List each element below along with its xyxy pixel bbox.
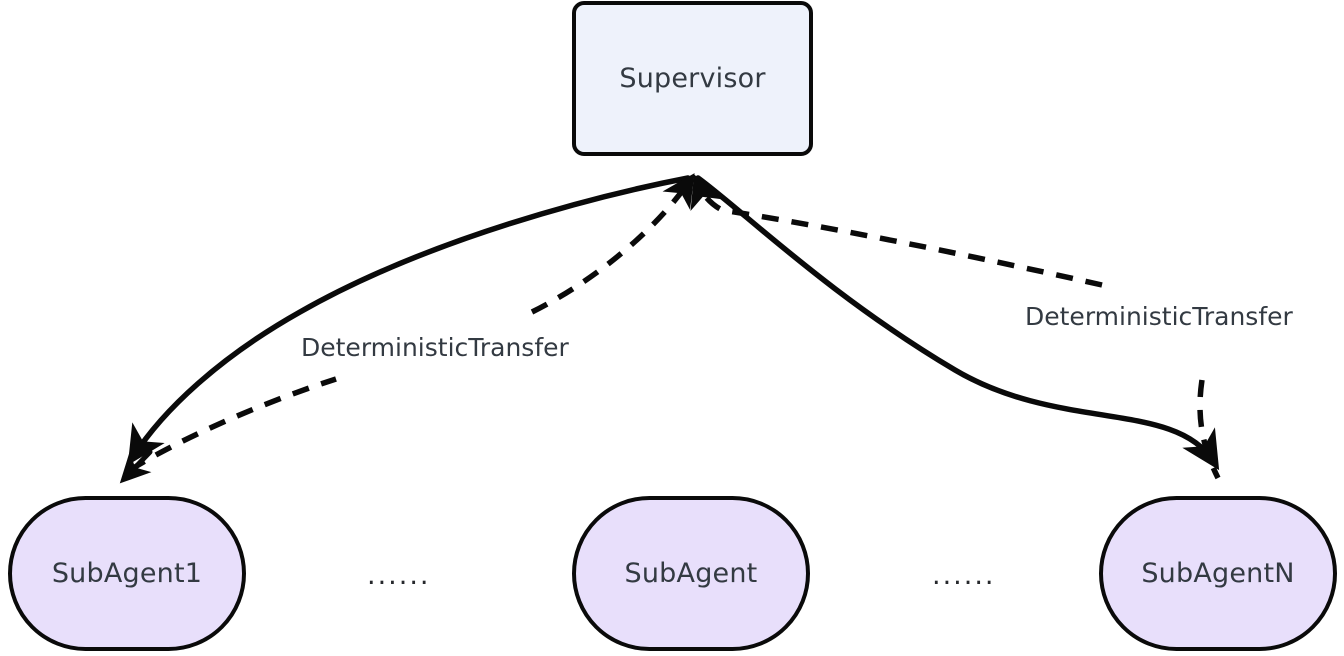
edge-label-right-deterministic-transfer: DeterministicTransfer	[1022, 302, 1296, 331]
node-subagent1[interactable]: SubAgent1	[8, 496, 246, 651]
edge-label-left-deterministic-transfer: DeterministicTransfer	[298, 333, 572, 362]
edge-subagent1-to-supervisor	[128, 376, 337, 473]
node-supervisor[interactable]: Supervisor	[572, 1, 813, 156]
node-supervisor-label: Supervisor	[619, 63, 766, 94]
node-subagent1-label: SubAgent1	[51, 558, 203, 589]
ellipsis-right: ......	[932, 560, 996, 591]
edge-subagent1-to-supervisor-arrowhead	[119, 449, 153, 484]
edge-supervisor-to-subagent1	[127, 175, 691, 466]
node-subagent-center[interactable]: SubAgent	[572, 496, 810, 651]
edge-subagentn-to-supervisor-lower	[1197, 379, 1221, 480]
node-subagentn[interactable]: SubAgentN	[1099, 496, 1337, 651]
edge-supervisor-to-subagentn	[695, 175, 1220, 471]
edge-subagentn-to-supervisor-upper	[690, 174, 1103, 288]
edge-subagent1-to-supervisor-upper	[530, 173, 695, 315]
node-subagentn-label: SubAgentN	[1141, 558, 1295, 589]
ellipsis-left: ......	[367, 560, 431, 591]
node-subagent-center-label: SubAgent	[624, 558, 758, 589]
